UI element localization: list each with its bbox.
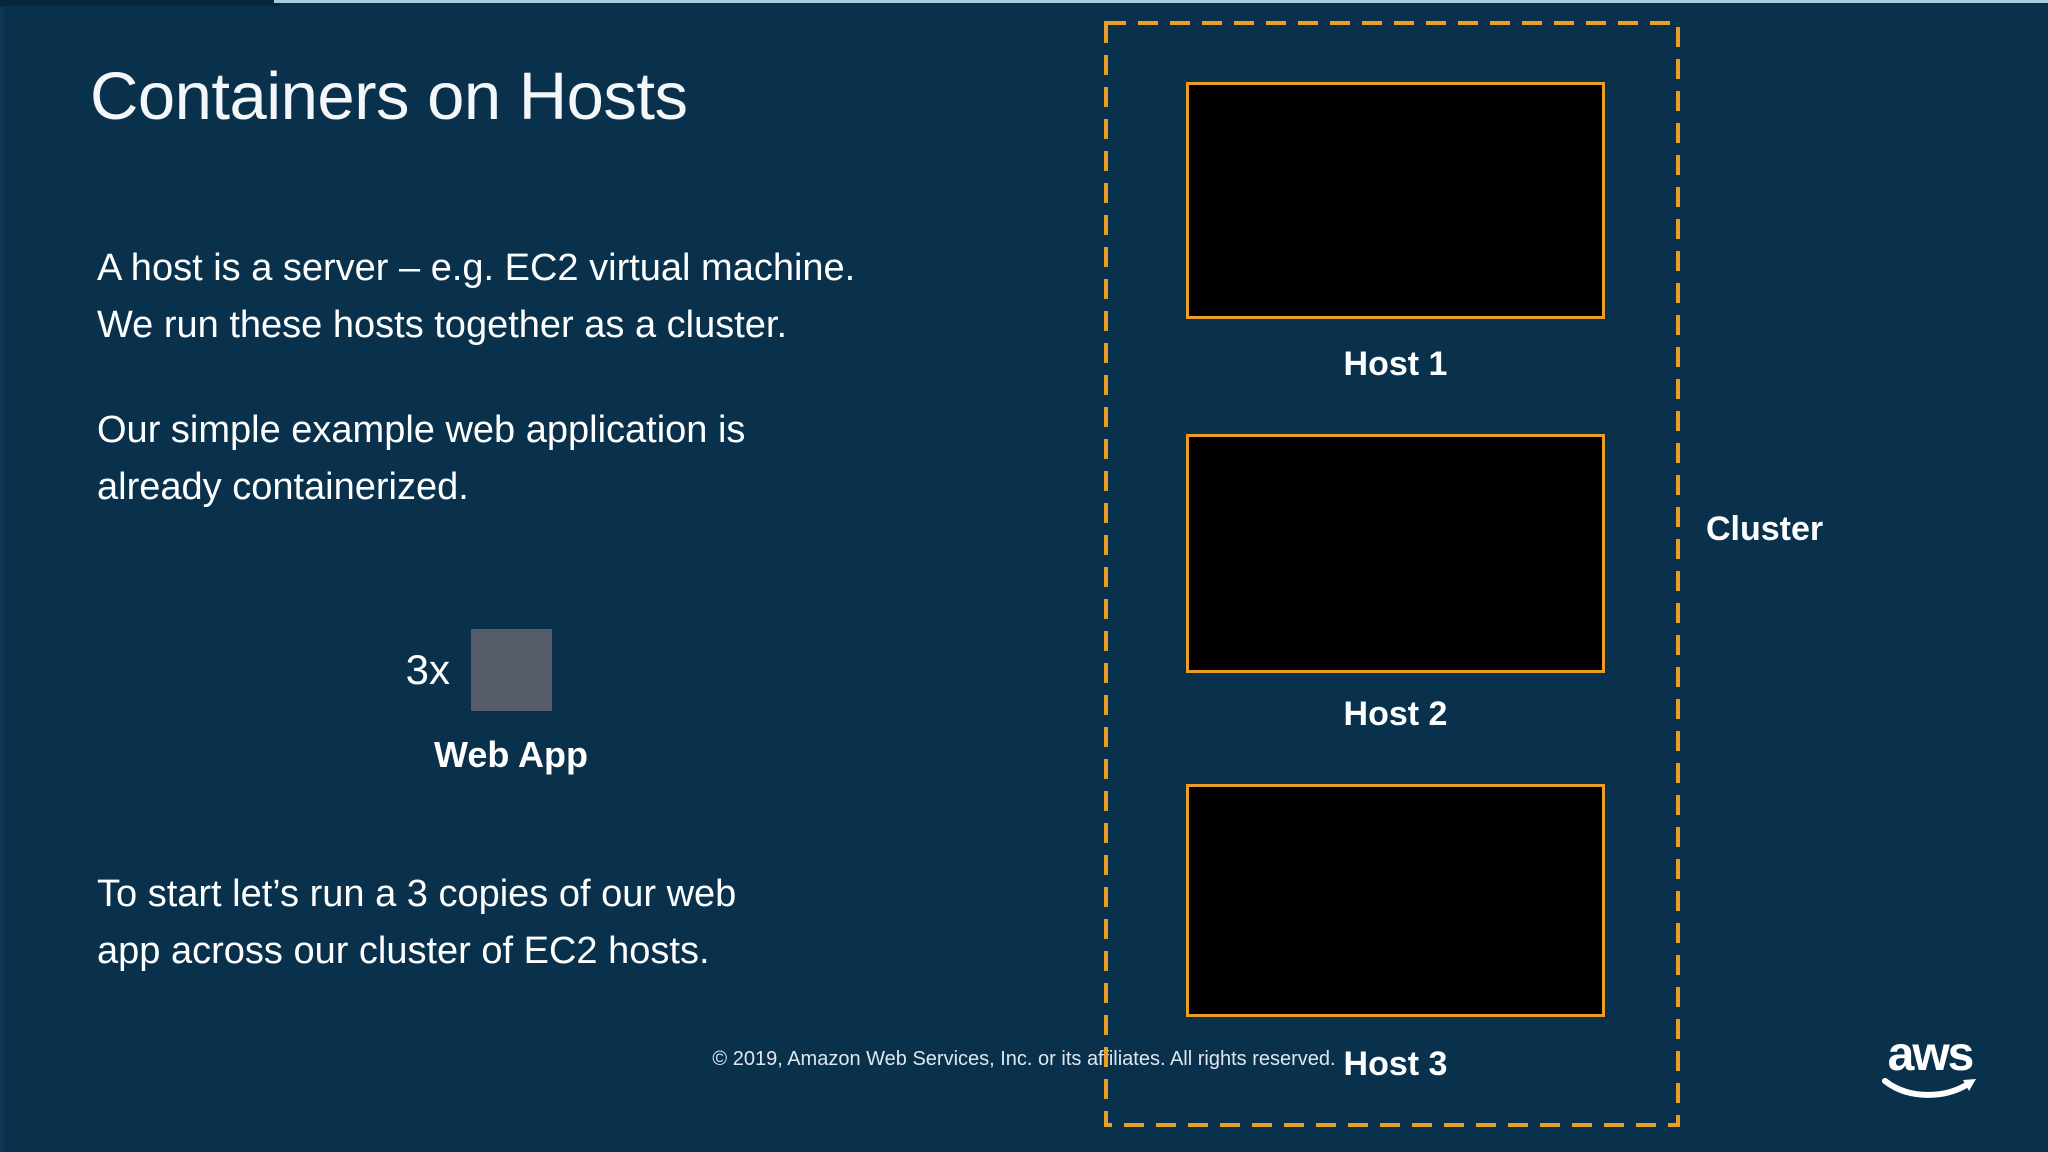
top-edge-highlight-line bbox=[274, 0, 2048, 3]
left-edge-artifact bbox=[0, 0, 4, 1152]
aws-logo-text: aws bbox=[1887, 1028, 1975, 1081]
host-3-box bbox=[1186, 784, 1605, 1017]
body-paragraph-run-copies: To start let’s run a 3 copies of our web… bbox=[97, 873, 737, 972]
aws-logo: aws bbox=[1878, 1030, 1982, 1104]
host-1-label: Host 1 bbox=[1343, 345, 1448, 383]
top-edge-dark-artifact bbox=[0, 0, 280, 6]
web-app-multiplier: 3x bbox=[405, 646, 450, 693]
body-paragraph-host-definition: A host is a server – e.g. EC2 virtual ma… bbox=[97, 247, 856, 346]
web-app-container-icon bbox=[471, 629, 552, 711]
body-paragraph-containerized: Our simple example web application is al… bbox=[97, 409, 746, 508]
host-3-label: Host 3 bbox=[1343, 1045, 1448, 1083]
host-1-box bbox=[1186, 82, 1605, 319]
cluster-boundary-dashed-box bbox=[1104, 21, 1680, 1127]
aws-smile-arrow-icon bbox=[1882, 1078, 1976, 1098]
host-2-box bbox=[1186, 434, 1605, 673]
cluster-label: Cluster bbox=[1706, 510, 1824, 548]
slide-title: Containers on Hosts bbox=[90, 59, 688, 134]
host-2-label: Host 2 bbox=[1343, 695, 1448, 733]
web-app-label: Web App bbox=[434, 734, 588, 775]
copyright-footer: © 2019, Amazon Web Services, Inc. or its… bbox=[712, 1048, 1336, 1070]
